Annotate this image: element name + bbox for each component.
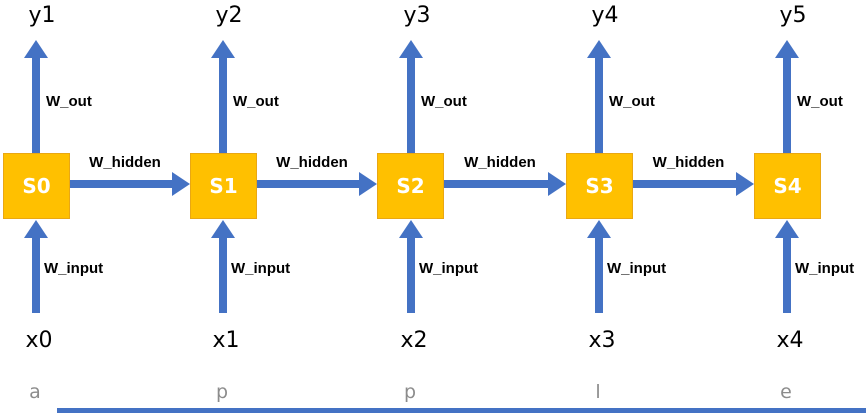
w-out-label: W_out [421,93,467,110]
right-arrowhead-icon [736,172,754,196]
char-label: p [403,381,417,403]
output-label: y5 [779,3,807,28]
hidden-arrow [257,180,361,188]
input-label: x2 [400,328,428,353]
state-box: S2 [377,153,444,219]
char-label: l [595,381,601,403]
up-arrowhead-icon [211,220,235,238]
up-arrowhead-icon [399,40,423,58]
output-label: y2 [215,3,243,28]
output-arrow [32,57,40,153]
input-arrow [595,237,603,313]
up-arrowhead-icon [587,220,611,238]
output-arrow [783,57,791,153]
output-arrow [407,57,415,153]
up-arrowhead-icon [399,220,423,238]
char-label: a [29,381,41,403]
w-input-label: W_input [231,260,291,277]
output-label: y3 [403,3,431,28]
w-out-label: W_out [233,93,279,110]
state-box: S4 [754,153,821,219]
output-arrow [595,57,603,153]
up-arrowhead-icon [24,40,48,58]
input-label: x4 [776,328,804,353]
w-input-label: W_input [607,260,667,277]
char-label: e [780,381,792,403]
w-out-label: W_out [797,93,843,110]
up-arrowhead-icon [775,220,799,238]
state-box: S3 [566,153,633,219]
state-label: S2 [396,174,425,198]
up-arrowhead-icon [24,220,48,238]
input-arrow [783,237,791,313]
right-arrowhead-icon [548,172,566,196]
output-label: y4 [591,3,619,28]
w-hidden-label: W_hidden [464,154,536,171]
right-arrowhead-icon [172,172,190,196]
state-box: S1 [190,153,257,219]
w-out-label: W_out [609,93,655,110]
hidden-arrow [444,180,550,188]
state-label: S3 [585,174,614,198]
bottom-accent-bar [57,408,866,413]
input-label: x1 [212,328,240,353]
input-arrow [407,237,415,313]
char-label: p [215,381,229,403]
w-out-label: W_out [46,93,92,110]
up-arrowhead-icon [211,40,235,58]
up-arrowhead-icon [775,40,799,58]
w-input-label: W_input [419,260,479,277]
w-input-label: W_input [795,260,855,277]
hidden-arrow [70,180,174,188]
output-label: y1 [28,3,56,28]
w-hidden-label: W_hidden [89,154,161,171]
input-label: x0 [25,328,53,353]
input-label: x3 [588,328,616,353]
input-arrow [32,237,40,313]
state-label: S1 [209,174,238,198]
input-arrow [219,237,227,313]
w-input-label: W_input [44,260,104,277]
state-label: S4 [773,174,802,198]
up-arrowhead-icon [587,40,611,58]
state-label: S0 [22,174,51,198]
hidden-arrow [633,180,738,188]
w-hidden-label: W_hidden [276,154,348,171]
w-hidden-label: W_hidden [652,154,725,171]
state-box: S0 [3,153,70,219]
output-arrow [219,57,227,153]
right-arrowhead-icon [359,172,377,196]
